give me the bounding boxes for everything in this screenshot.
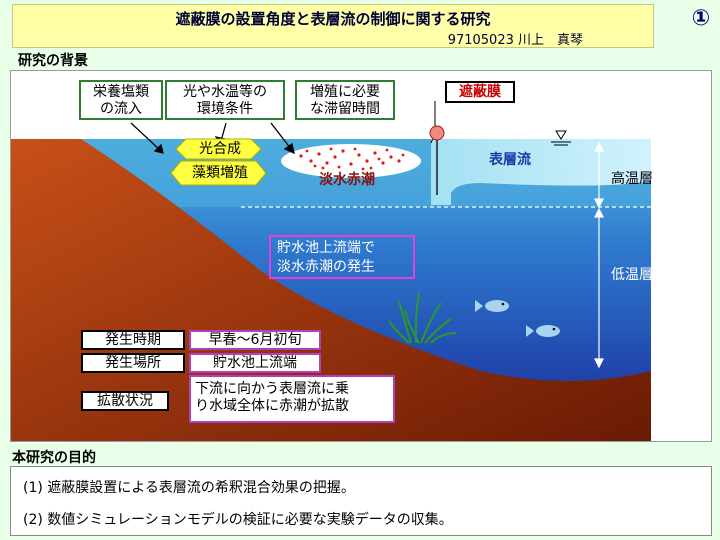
author-line: 97105023 川上 真琴 [447,33,583,48]
upstream-red-tide-note: 貯水池上流端で 淡水赤潮の発生 [269,235,415,279]
shield-label: 遮蔽膜 [445,81,515,103]
layer-height-arrows [594,141,604,369]
aquatic-plant-icon [388,292,457,344]
purpose-item: (1) 遮蔽膜設置による表層流の希釈混合効果の把握。 [23,480,355,496]
red-tide-cloud [281,144,421,178]
title-banner: 遮蔽膜の設置角度と表層流の制御に関する研究 97105023 川上 真琴 [12,4,654,48]
environment-condition-label: 光や水温等の 環境条件 [165,80,285,120]
fish-icon [526,325,560,337]
page-number: ① [691,6,711,31]
photosynthesis-hexagon [175,138,262,160]
photosynthesis-label: 光合成 [199,141,241,157]
section-heading-purpose: 本研究の目的 [12,450,96,466]
info-value-diffusion: 下流に向かう表層流に乗 り水域全体に赤潮が拡散 [189,375,395,423]
info-value-period: 早春～6月初旬 [189,330,321,350]
high-temp-layer-label: 高温層 [611,171,653,187]
purpose-box: (1) 遮蔽膜設置による表層流の希釈混合効果の把握。 (2) 数値シミュレーショ… [10,466,712,536]
info-key-period: 発生時期 [81,330,185,350]
nutrient-inflow-label: 栄養塩類 の流入 [79,80,163,120]
algae-growth-label: 藻類増殖 [192,165,248,181]
page-title: 遮蔽膜の設置角度と表層流の制御に関する研究 [175,10,491,28]
diagram-frame: 栄養塩類 の流入 光や水温等の 環境条件 増殖に必要 な滞留時間 遮蔽膜 光合成… [10,70,712,442]
surface-current-label: 表層流 [489,152,531,168]
info-value-location: 貯水池上流端 [189,353,321,373]
low-temp-layer-label: 低温層 [611,267,653,283]
fish-icon [475,300,509,312]
info-key-location: 発生場所 [81,353,185,373]
section-heading-background: 研究の背景 [18,53,88,69]
shield-icon [429,101,445,195]
info-key-diffusion: 拡散状況 [81,391,169,411]
water-surface-icon [551,130,571,146]
red-tide-label: 淡水赤潮 [319,172,375,188]
algae-growth-hexagon [170,160,267,186]
surface-current-band [431,139,651,205]
purpose-item: (2) 数値シミュレーションモデルの検証に必要な実験データの収集。 [23,512,453,528]
residence-time-label: 増殖に必要 な滞留時間 [295,80,395,120]
